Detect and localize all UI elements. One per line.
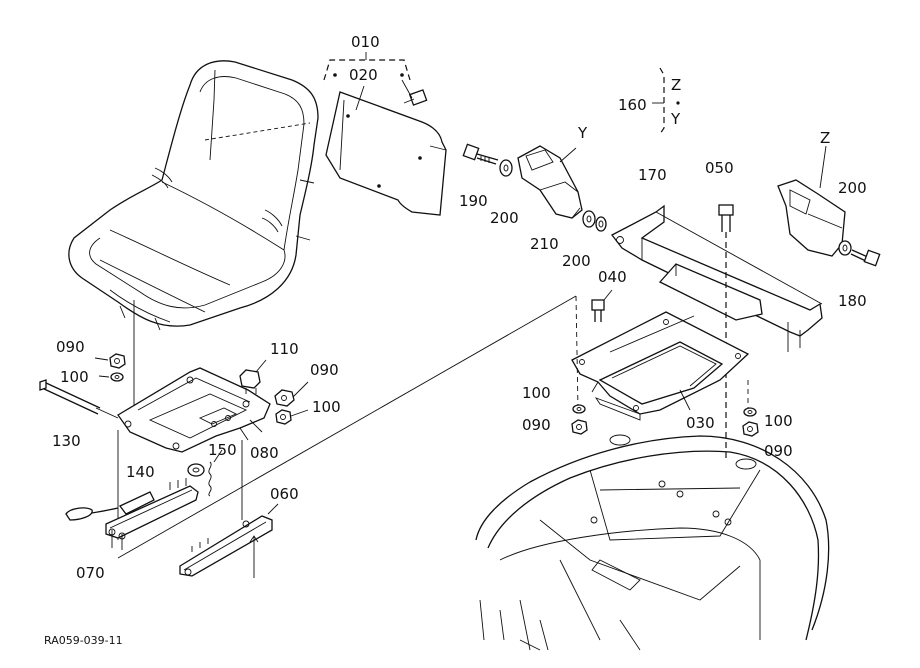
label-200b: 200: [562, 252, 591, 270]
label-140: 140: [126, 463, 155, 481]
label-100d: 100: [764, 412, 793, 430]
reference-code: RA059-039-11: [44, 634, 123, 647]
label-200a: 200: [490, 209, 519, 227]
rail-060: [179, 503, 279, 578]
washer-200c: [838, 240, 852, 256]
nut-090c: [571, 419, 588, 435]
label-020: 020: [349, 66, 378, 84]
label-080: 080: [250, 444, 279, 462]
label-090a: 090: [56, 338, 85, 356]
bolt-190: [462, 143, 499, 165]
fender-hood: [475, 434, 830, 651]
spring-150: [208, 449, 223, 497]
back-panel: [325, 91, 447, 216]
seat: [68, 60, 319, 331]
label-200c: 200: [838, 179, 867, 197]
washer-200a: [499, 159, 513, 177]
label-090d: 090: [764, 442, 793, 460]
bracket-160: [652, 67, 680, 135]
washer-140: [187, 463, 205, 477]
washer-100d: [743, 407, 757, 417]
label-170: 170: [638, 166, 667, 184]
label-050: 050: [705, 159, 734, 177]
bolt-180: [850, 249, 881, 267]
label-060: 060: [270, 485, 299, 503]
label-100a: 100: [60, 368, 89, 386]
nut-090b: [274, 389, 295, 407]
label-110: 110: [270, 340, 299, 358]
label-150: 150: [208, 441, 237, 459]
plate-080: [117, 367, 271, 453]
plate-030: [571, 295, 750, 421]
label-040: 040: [598, 268, 627, 286]
rail-070: [65, 478, 199, 550]
bracket-170: [611, 204, 823, 352]
label-100b: 100: [312, 398, 341, 416]
label-160: 160: [618, 96, 647, 114]
marker-z-part: Z: [820, 129, 830, 147]
switch-y: [517, 145, 583, 219]
label-090c: 090: [522, 416, 551, 434]
label-100c: 100: [522, 384, 551, 402]
nut-090d: [742, 421, 759, 437]
label-010: 010: [351, 33, 380, 51]
leader-right: [290, 381, 309, 417]
label-210: 210: [530, 235, 559, 253]
cap-110: [239, 359, 267, 394]
marker-y-part: Y: [577, 124, 588, 142]
bracket-010: [323, 52, 413, 111]
connector-line: [117, 295, 577, 559]
bolt-020: [403, 89, 428, 106]
label-130: 130: [52, 432, 81, 450]
label-180: 180: [838, 292, 867, 310]
leader-left: [94, 357, 110, 378]
nut-090a: [109, 353, 126, 369]
bolt-050: [718, 204, 734, 460]
label-090b: 090: [310, 361, 339, 379]
marker-y-bracket: Y: [670, 110, 681, 128]
label-190: 190: [459, 192, 488, 210]
washer-210: [582, 210, 596, 228]
washer-200b: [595, 216, 607, 232]
marker-z-bracket: Z: [671, 76, 681, 94]
washer-100b: [275, 409, 292, 425]
bolt-040: [591, 289, 613, 322]
rod-130: [39, 379, 119, 419]
washer-100a: [110, 372, 124, 382]
switch-z: [777, 145, 846, 257]
label-030: 030: [686, 414, 715, 432]
label-070: 070: [76, 564, 105, 582]
washer-100c: [572, 404, 586, 414]
